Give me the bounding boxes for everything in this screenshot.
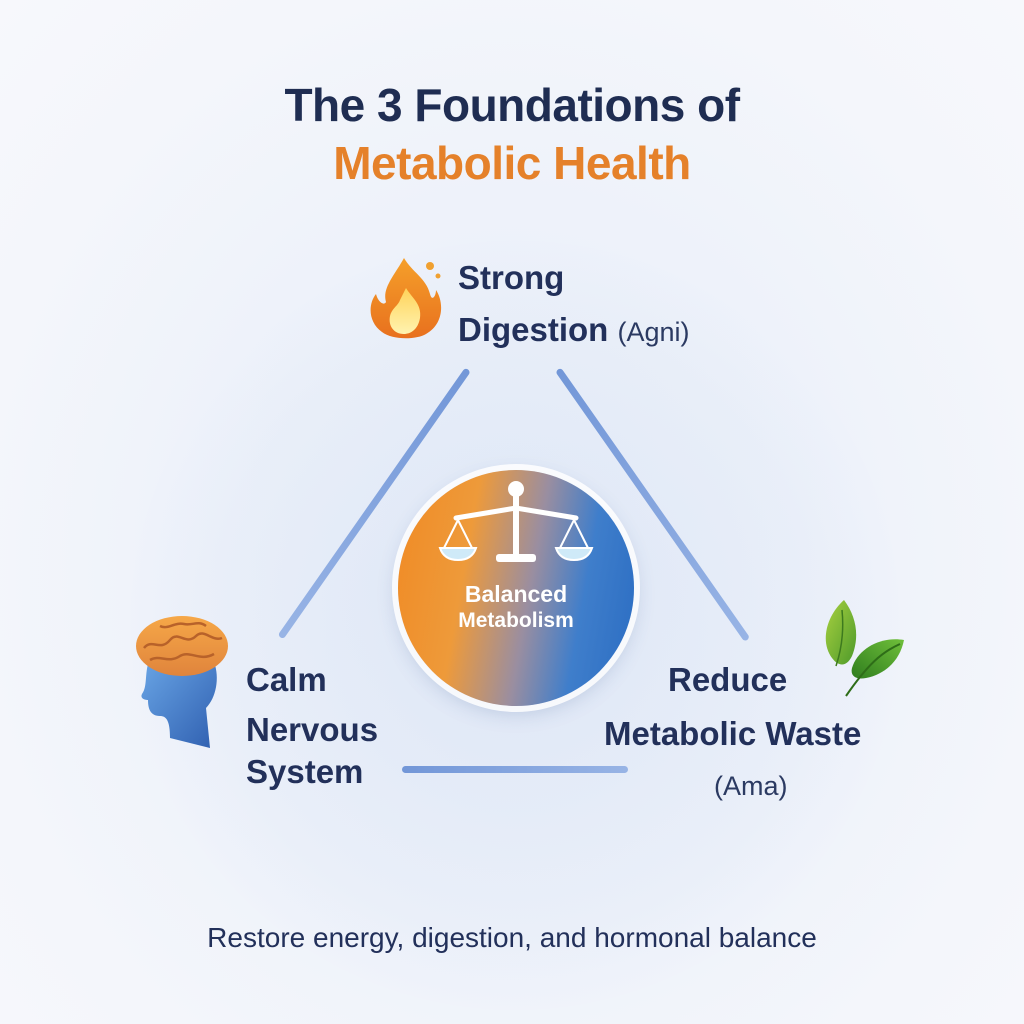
digestion-label: Digestion — [458, 311, 609, 348]
nervous-label: Nervous — [246, 711, 379, 748]
edge-bottom — [402, 766, 628, 773]
balanced-label: Balanced — [464, 581, 568, 607]
leaves-icon — [825, 600, 904, 697]
title-line-1: The 3 Foundations of — [284, 79, 740, 131]
balanced-metabolism-badge: Balanced Metabolism — [398, 470, 634, 706]
ama-label: (Ama) — [714, 771, 788, 801]
footer-tagline: Restore energy, digestion, and hormonal … — [207, 922, 817, 953]
title-line-2: Metabolic Health — [333, 137, 691, 189]
fire-icon — [370, 258, 442, 339]
metabolic-waste-label: Metabolic Waste — [604, 715, 862, 752]
agni-label: (Agni) — [617, 317, 690, 347]
system-label: System — [246, 753, 364, 790]
balance-scale-icon — [438, 481, 594, 562]
reduce-label: Reduce — [668, 661, 788, 698]
brain-head-icon — [136, 616, 228, 748]
strong-label: Strong — [458, 259, 565, 296]
metabolism-label: Metabolism — [458, 609, 574, 632]
calm-label: Calm — [246, 661, 327, 698]
